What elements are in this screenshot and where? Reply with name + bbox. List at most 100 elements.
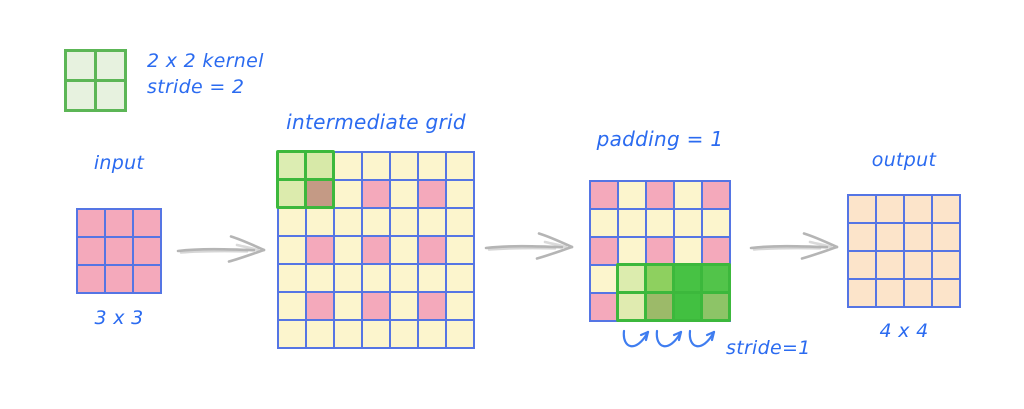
grid-cell [619,210,645,236]
grid-cell [703,210,729,236]
grid-cell [78,238,104,264]
grid-cell [447,293,473,319]
grid-cell [391,153,417,179]
grid-cell [849,252,875,278]
grid-cell [675,210,701,236]
grid-cell [279,237,305,263]
kernel-overlay-cell [307,181,332,206]
grid-cell [877,280,903,306]
grid-cell [134,238,160,264]
grid-cell [134,266,160,292]
kernel-overlay-cell [675,294,700,319]
grid-cell [363,293,389,319]
grid-cell [335,321,361,347]
grid-cell [335,153,361,179]
grid-cell [447,265,473,291]
grid-cell [419,209,445,235]
grid-cell [363,237,389,263]
grid-cell [619,182,645,208]
grid-cell [363,153,389,179]
kernel-overlay-cell [647,294,672,319]
grid-cell [307,293,333,319]
grid-cell [363,181,389,207]
flow-arrow-icon [176,235,266,263]
grid-cell [905,252,931,278]
grid-cell [391,293,417,319]
grid-cell [391,209,417,235]
grid-cell [363,265,389,291]
grid-cell [647,210,673,236]
grid-cell [106,266,132,292]
grid-cell [335,209,361,235]
output-title: output [871,149,937,171]
grid-cell [307,237,333,263]
grid-cell [97,82,124,109]
grid-cell [447,181,473,207]
grid-cell [591,210,617,236]
kernel-overlay-cell [647,266,672,291]
kernel-legend-grid [64,49,127,112]
grid-cell [335,237,361,263]
grid-cell [877,224,903,250]
stride-hops-icon [622,329,716,348]
padded-grid [589,180,731,322]
grid-cell [67,82,94,109]
grid-cell [419,321,445,347]
grid-cell [391,181,417,207]
flow-arrow-icon [484,232,574,260]
kernel-overlay-cell [619,294,644,319]
grid-cell [849,196,875,222]
grid-cell [703,182,729,208]
kernel-overlay-stride2 [276,150,335,209]
grid-cell [363,321,389,347]
grid-cell [905,224,931,250]
kernel-overlay-cell [703,266,728,291]
grid-cell [391,237,417,263]
grid-cell [307,209,333,235]
grid-cell [933,224,959,250]
grid-cell [391,321,417,347]
grid-cell [877,196,903,222]
grid-cell [279,321,305,347]
grid-cell [933,252,959,278]
grid-cell [591,266,617,292]
kernel-stride-label: stride = 2 [147,76,245,98]
grid-cell [419,293,445,319]
grid-cell [335,293,361,319]
kernel-overlay-cell [279,153,304,178]
output-size-label: 4 x 4 [879,320,929,342]
grid-cell [106,238,132,264]
kernel-overlay-cell [307,153,332,178]
grid-cell [78,266,104,292]
kernel-overlay-cell [703,294,728,319]
grid-cell [447,237,473,263]
grid-cell [335,265,361,291]
grid-cell [591,238,617,264]
kernel-overlay-cell [619,266,644,291]
padded-stride-label: stride=1 [726,337,811,359]
grid-cell [307,265,333,291]
kernel-overlay-cell [279,181,304,206]
grid-cell [703,238,729,264]
grid-cell [905,280,931,306]
grid-cell [591,182,617,208]
grid-cell [675,238,701,264]
grid-cell [447,153,473,179]
grid-cell [419,237,445,263]
grid-cell [647,238,673,264]
grid-cell [391,265,417,291]
grid-cell [933,280,959,306]
grid-cell [849,280,875,306]
grid-cell [279,293,305,319]
grid-cell [78,210,104,236]
grid-cell [97,52,124,79]
grid-cell [905,196,931,222]
kernel-size-label: 2 x 2 kernel [147,50,264,72]
grid-cell [106,210,132,236]
grid-cell [419,153,445,179]
grid-cell [849,224,875,250]
grid-cell [647,182,673,208]
grid-cell [419,265,445,291]
input-title: input [93,152,145,174]
